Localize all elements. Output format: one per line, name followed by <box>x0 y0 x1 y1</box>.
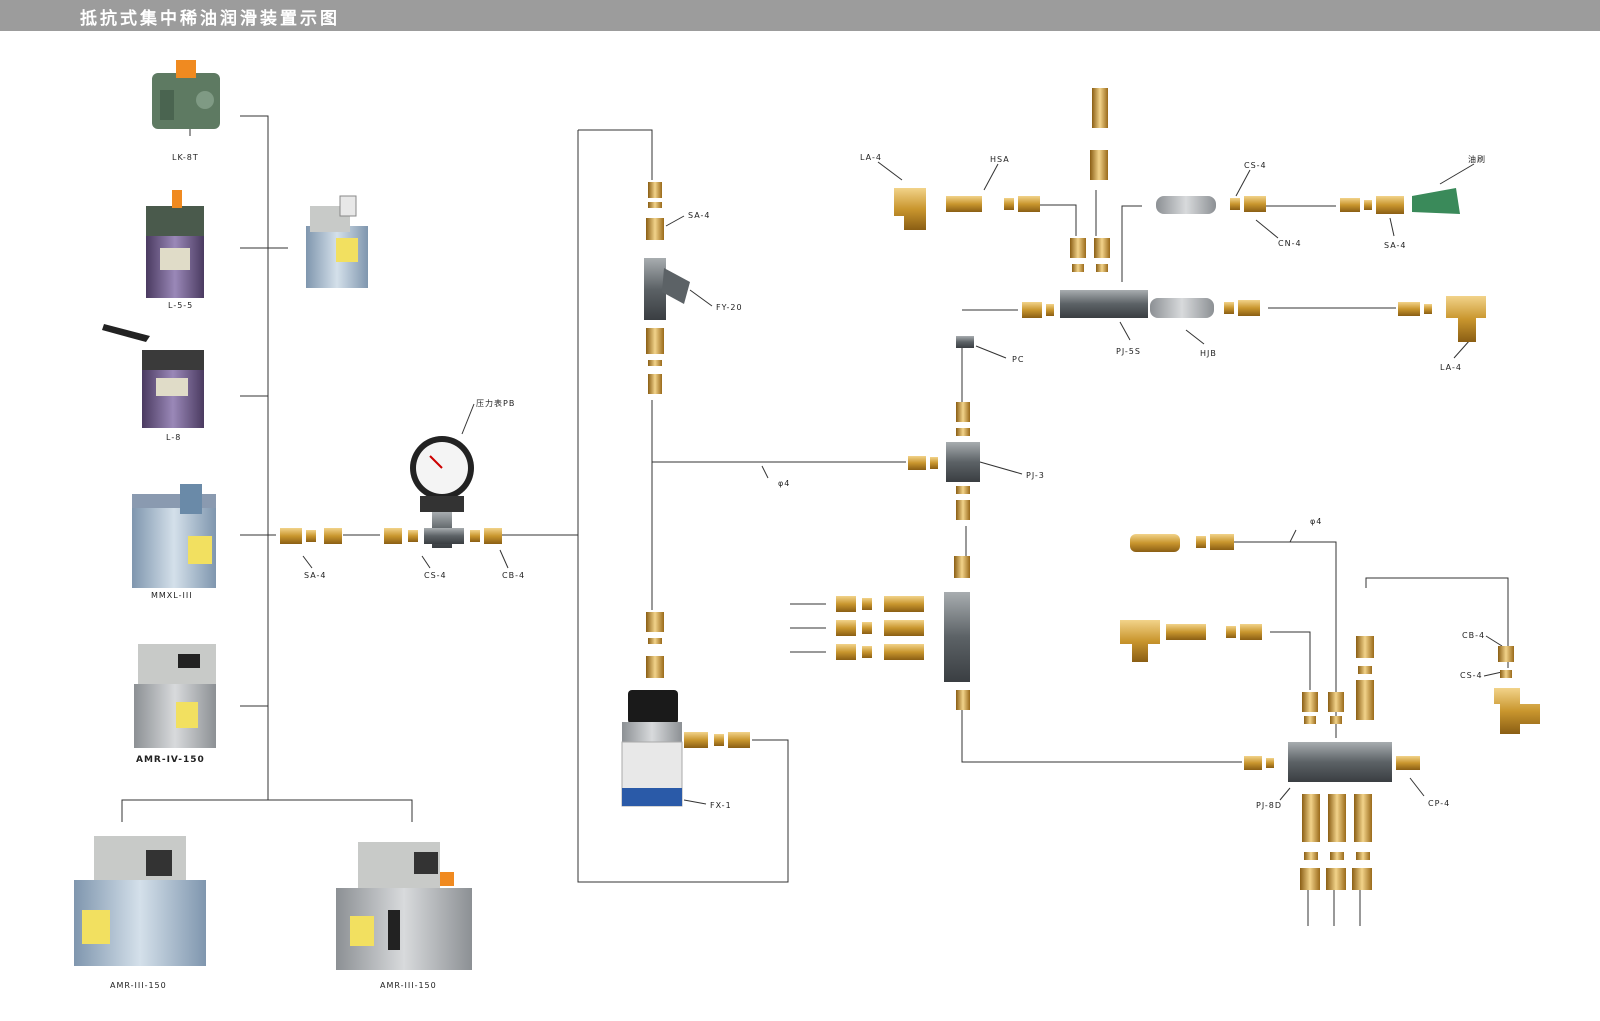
pressure-gauge <box>410 436 474 548</box>
label-pb: 压力表PB <box>476 398 515 408</box>
label-amr3b: AMR-III-150 <box>380 981 437 990</box>
label-hjb: HJB <box>1200 349 1217 358</box>
label-pj8d: PJ-8D <box>1256 801 1282 810</box>
label-la4-right: LA-4 <box>1440 363 1462 372</box>
junction-pj3 <box>908 402 980 520</box>
lubrication-system-diagram: LK-8T L-5-5 L-8 MMXL-III AMR-IV-150 <box>74 60 1540 990</box>
label-cb4-right: CB-4 <box>1462 631 1485 640</box>
label-la4-top: LA-4 <box>860 153 882 162</box>
label-cs4-left: CS-4 <box>424 571 447 580</box>
filter-fy20-assembly <box>644 182 690 394</box>
fittings-left-row <box>280 528 502 544</box>
label-sa4-top: SA-4 <box>688 211 711 220</box>
pump-amr4 <box>134 644 216 748</box>
label-phi4-mid: φ4 <box>778 479 790 488</box>
label-l55: L-5-5 <box>168 301 193 310</box>
label-amr3a: AMR-III-150 <box>110 981 167 990</box>
label-pj5s: PJ-5S <box>1116 347 1141 356</box>
page-title: 抵抗式集中稀油润滑装置示图 <box>80 9 340 29</box>
label-fy20: FY-20 <box>716 303 743 312</box>
pipe-lines <box>121 115 1509 926</box>
label-amr4: AMR-IV-150 <box>136 755 205 765</box>
pump-mmxl <box>132 484 216 588</box>
pump-amr3a <box>74 836 206 966</box>
label-pc: PC <box>1012 355 1024 364</box>
label-cb4-left: CB-4 <box>502 571 525 580</box>
label-lk8t: LK-8T <box>172 153 199 162</box>
fittings-top-right <box>894 88 1486 342</box>
label-cp4: CP-4 <box>1428 799 1450 808</box>
label-mmxl: MMXL-III <box>151 591 193 600</box>
label-fx1: FX-1 <box>710 801 732 810</box>
pump-amr3b <box>336 842 472 970</box>
label-brush: 油刷 <box>1468 154 1486 164</box>
pump-l8 <box>102 324 204 428</box>
pipe-clamp-pc <box>956 336 974 348</box>
label-cn4: CN-4 <box>1278 239 1302 248</box>
pump-electric <box>306 195 368 288</box>
label-phi4-right: φ4 <box>1310 517 1322 526</box>
fittings-bottom-right <box>1120 534 1540 890</box>
label-l8: L-8 <box>166 433 181 442</box>
pump-lk8t <box>152 60 220 129</box>
label-cs4-top: CS-4 <box>1244 161 1267 170</box>
filter-fx1-assembly <box>621 612 750 807</box>
label-sa4-right: SA-4 <box>1384 241 1407 250</box>
title-bar: 抵抗式集中稀油润滑装置示图 <box>0 0 1600 31</box>
distributor-stack <box>836 556 970 710</box>
label-sa4-left: SA-4 <box>304 571 327 580</box>
pump-l55 <box>146 190 204 298</box>
label-cs4-right: CS-4 <box>1460 671 1483 680</box>
label-pj3: PJ-3 <box>1026 471 1045 480</box>
label-hsa: HSA <box>990 155 1010 164</box>
